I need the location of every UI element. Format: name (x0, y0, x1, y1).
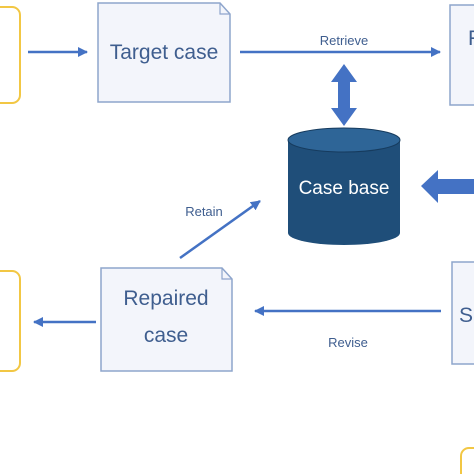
case-base-label: Case base (299, 178, 390, 199)
left-top-partial-box (0, 6, 21, 104)
target-case-box (97, 2, 231, 103)
target-case-fold (219, 3, 230, 15)
retain-label: Retain (185, 204, 223, 219)
right-top-partial-box (449, 4, 474, 106)
target-case-label: Target case (110, 41, 219, 64)
case-base-database (287, 127, 401, 245)
right-mid-partial-box (451, 261, 474, 365)
repaired-case-label-line1: Repaired (123, 287, 208, 310)
repaired-case-fold (221, 268, 232, 280)
left-bottom-partial-box (0, 270, 21, 372)
repaired-case-box (100, 267, 233, 372)
right-top-partial-label: R (468, 27, 474, 50)
revise-label: Revise (328, 335, 368, 350)
retrieve-label: Retrieve (320, 33, 368, 48)
repaired-case-label-line2: case (144, 324, 188, 347)
retrieve-database-double-arrow (331, 64, 357, 126)
retain-arrow (179, 199, 261, 260)
right-mid-partial-label: S (459, 304, 473, 327)
reuse-big-arrow (421, 170, 474, 203)
right-bottom-partial-box (460, 447, 474, 474)
